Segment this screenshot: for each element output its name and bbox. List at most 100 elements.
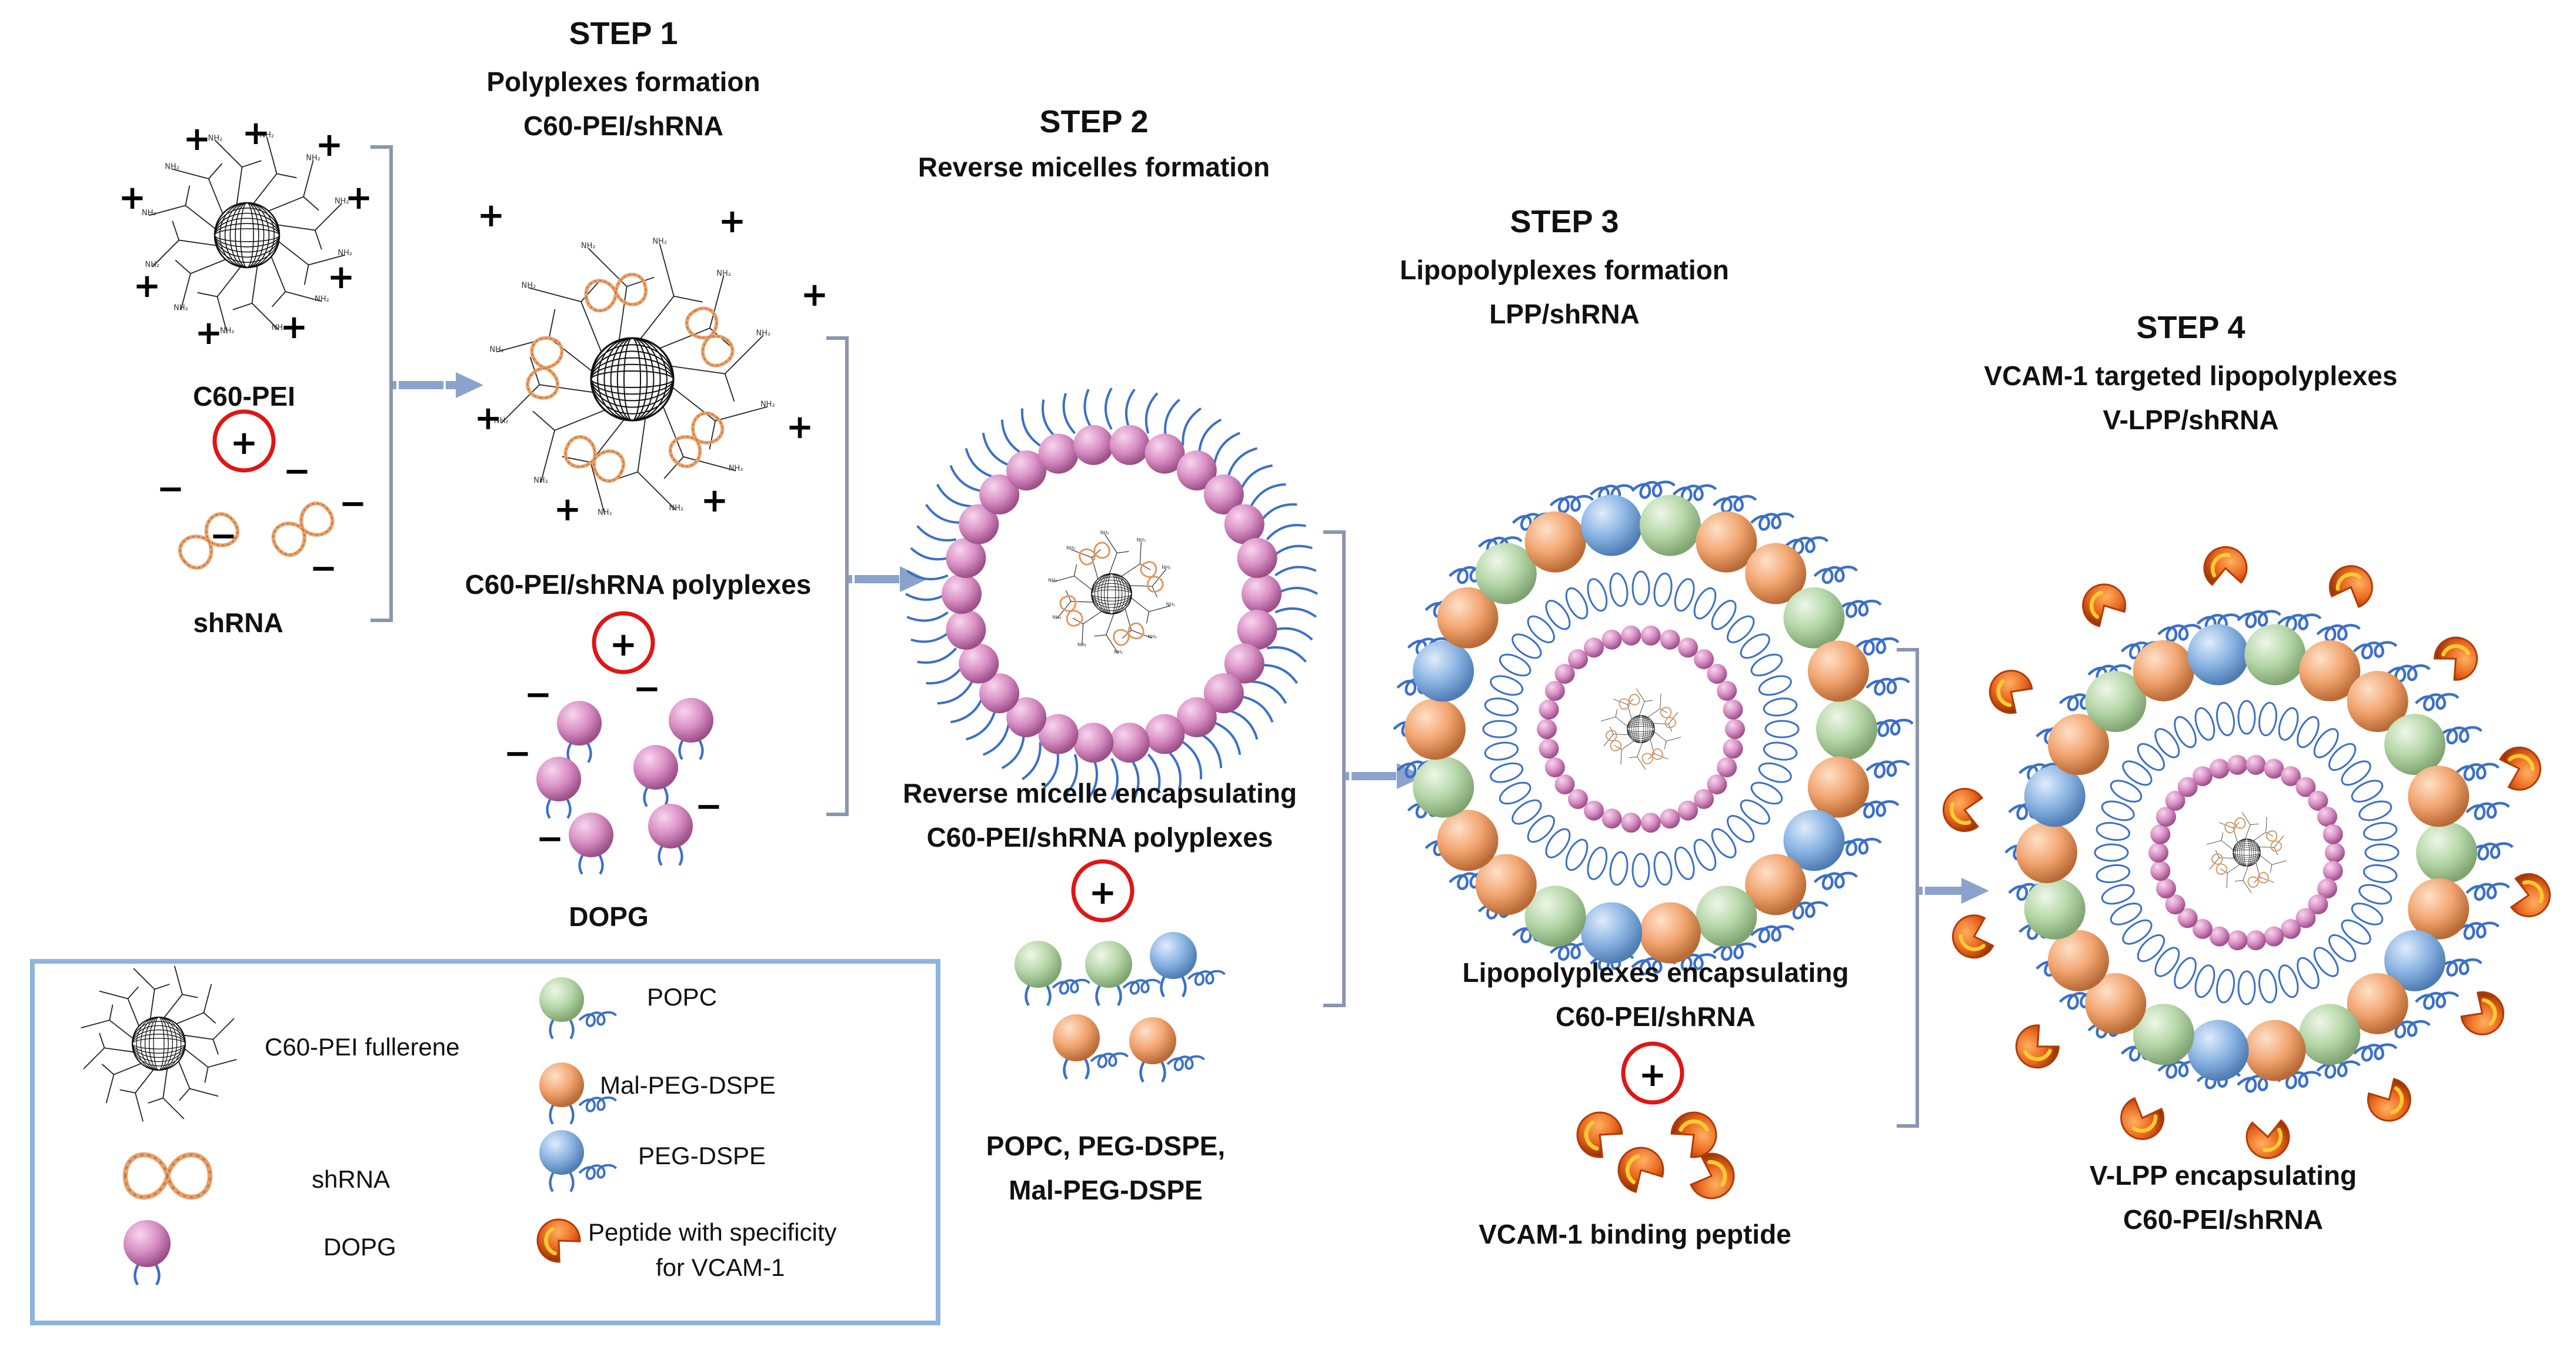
svg-text:−: − — [283, 452, 311, 490]
step1-title: STEP 1 — [569, 16, 678, 51]
svg-text:NH₂: NH₂ — [760, 400, 775, 409]
svg-text:+: + — [478, 196, 505, 235]
svg-text:NH₂: NH₂ — [581, 242, 596, 250]
svg-text:+: + — [801, 276, 829, 314]
lipopolyplex — [1393, 480, 1914, 975]
legend: C60-PEI fullerene shRNA DOPG POPC Mal-PE… — [30, 959, 940, 1325]
lipids-label-2: Mal-PEG-DSPE — [1009, 1175, 1203, 1205]
legend-dopg-icon — [124, 1220, 171, 1286]
shrna-molecules — [178, 502, 335, 570]
svg-text:+: + — [119, 179, 146, 217]
svg-text:NH₂: NH₂ — [489, 345, 504, 354]
step3-line1: Lipopolyplexes formation — [1400, 255, 1729, 285]
svg-text:+: + — [1639, 1056, 1667, 1094]
popc-peg-dspe-lipids — [1015, 932, 1226, 1083]
legend-peg-text: PEG-DSPE — [638, 1142, 766, 1169]
svg-text:NH₂: NH₂ — [220, 327, 235, 336]
svg-text:NH₂: NH₂ — [1162, 565, 1170, 570]
legend-dopg-text: DOPG — [323, 1233, 396, 1261]
svg-text:+: + — [281, 308, 308, 346]
legend-popc-text: POPC — [647, 983, 717, 1011]
svg-text:NH₂: NH₂ — [522, 281, 536, 290]
vcam1-targeted-lipopolyplex — [1943, 546, 2551, 1159]
reverse-micelle-label-1: Reverse micelle encapsulating — [903, 778, 1297, 808]
step2-line1: Reverse micelles formation — [918, 152, 1270, 182]
svg-text:NH₂: NH₂ — [1166, 602, 1175, 607]
svg-text:−: − — [525, 676, 552, 714]
svg-text:NH₂: NH₂ — [259, 131, 274, 139]
step4-line1: VCAM-1 targeted lipopolyplexes — [1984, 360, 2398, 391]
svg-text:+: + — [786, 408, 814, 446]
step2-title: STEP 2 — [1039, 104, 1148, 139]
plus-circle-4: + — [1621, 1041, 1684, 1105]
svg-text:NH₂: NH₂ — [1114, 650, 1123, 655]
arrow-4 — [1919, 878, 1989, 904]
svg-text:+: + — [242, 114, 270, 152]
dopg-label: DOPG — [569, 901, 648, 932]
svg-text:−: − — [536, 820, 564, 858]
svg-text:NH₂: NH₂ — [1148, 634, 1157, 639]
charge-symbols: ++++++++++++++++−−−−−−−−−− — [119, 114, 829, 858]
bracket-4 — [1897, 648, 1919, 1128]
svg-text:NH₂: NH₂ — [208, 134, 223, 143]
svg-text:−: − — [339, 484, 367, 523]
legend-c60-icon — [81, 965, 237, 1122]
svg-text:NH₂: NH₂ — [272, 323, 286, 332]
peptide-group — [1576, 1111, 1735, 1199]
svg-text:NH₂: NH₂ — [145, 260, 159, 269]
svg-text:NH₂: NH₂ — [1066, 546, 1075, 551]
svg-text:NH₂: NH₂ — [335, 197, 349, 206]
svg-text:NH₂: NH₂ — [652, 238, 667, 246]
step4-title: STEP 4 — [2136, 310, 2245, 345]
lpp-label-2: C60-PEI/shRNA — [1556, 1001, 1756, 1032]
lipids-label-1: POPC, PEG-DSPE, — [986, 1131, 1225, 1161]
svg-text:NH₂: NH₂ — [1137, 537, 1146, 543]
svg-text:+: + — [345, 179, 373, 217]
legend-peptide-text-1: Peptide with specificity — [588, 1218, 837, 1246]
svg-text:NH₂: NH₂ — [716, 269, 731, 278]
arrow-2 — [849, 566, 927, 592]
svg-text:NH₂: NH₂ — [1100, 530, 1109, 535]
svg-text:−: − — [633, 670, 661, 708]
svg-text:NH₂: NH₂ — [1048, 578, 1057, 583]
svg-text:+: + — [475, 399, 502, 437]
legend-peg-icon — [539, 1130, 617, 1192]
svg-text:NH₂: NH₂ — [315, 295, 329, 304]
svg-text:NH₂: NH₂ — [173, 303, 188, 312]
legend-shrna-icon — [122, 1152, 213, 1199]
arrow-1 — [393, 372, 483, 398]
polyplexes-label: C60-PEI/shRNA polyplexes — [465, 569, 812, 600]
svg-text:+: + — [231, 424, 258, 462]
step1-line1: Polyplexes formation — [486, 66, 760, 97]
svg-text:+: + — [316, 126, 343, 164]
legend-c60-text: C60-PEI fullerene — [265, 1033, 460, 1061]
svg-text:−: − — [695, 787, 723, 826]
svg-text:−: − — [210, 517, 238, 555]
legend-popc-icon — [539, 977, 617, 1040]
svg-text:−: − — [157, 470, 185, 508]
vlpp-label-1: V-LPP encapsulating — [2090, 1160, 2357, 1191]
peptide-label: VCAM-1 binding peptide — [1479, 1219, 1791, 1249]
svg-text:NH₂: NH₂ — [306, 154, 321, 163]
legend-peptide-icon — [536, 1218, 581, 1263]
svg-text:NH₂: NH₂ — [756, 329, 770, 338]
dopg-lipids — [536, 698, 713, 875]
svg-text:+: + — [610, 626, 638, 664]
c60pei-label: C60-PEI — [193, 381, 295, 412]
svg-text:NH₂: NH₂ — [1052, 614, 1061, 620]
lpp-label-1: Lipopolyplexes encapsulating — [1463, 957, 1849, 988]
svg-text:+: + — [701, 482, 729, 520]
plus-circle-3: + — [1071, 859, 1134, 923]
step4-line2: V-LPP/shRNA — [2103, 405, 2278, 435]
bracket-3 — [1323, 530, 1346, 1007]
svg-text:+: + — [183, 120, 211, 158]
reverse-micelle-label-2: C60-PEI/shRNA polyplexes — [927, 822, 1273, 853]
svg-text:NH₂: NH₂ — [729, 465, 743, 473]
legend-shrna-text: shRNA — [312, 1165, 390, 1193]
step1-line2: C60-PEI/shRNA — [523, 111, 723, 141]
step3-title: STEP 3 — [1510, 204, 1619, 239]
legend-mal-text: Mal-PEG-DSPE — [600, 1071, 776, 1099]
legend-mal-icon — [539, 1062, 617, 1125]
